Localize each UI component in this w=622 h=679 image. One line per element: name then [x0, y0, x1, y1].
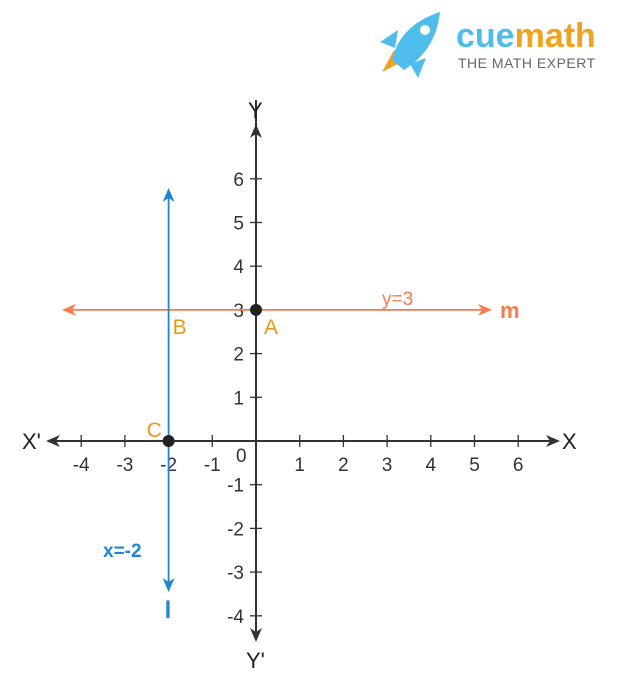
- point-A: [250, 303, 262, 316]
- x-arrow-icon: [546, 435, 560, 447]
- point-C: [162, 435, 175, 447]
- svg-text:cuemath: cuemath: [456, 17, 596, 55]
- logo-tagline: THE MATH EXPERT: [458, 55, 596, 71]
- x-tick-label: -4: [73, 455, 90, 476]
- point-label: C: [147, 419, 162, 442]
- y-tick-label: -3: [227, 563, 244, 584]
- y-tick-label: 6: [233, 170, 244, 191]
- cuemath-logo: cuemath THE MATH EXPERT: [380, 12, 596, 78]
- y-tick-label: -1: [227, 476, 244, 497]
- line-name-label: m: [500, 298, 520, 323]
- equation-label: x=-2: [103, 541, 142, 562]
- y-neg-axis-label: Y': [246, 648, 265, 673]
- x-tick-label: 4: [426, 455, 437, 476]
- line-arrow-up-icon: [162, 188, 175, 202]
- x-tick-label: 5: [469, 455, 480, 476]
- line-arrow-right-icon: [478, 303, 492, 316]
- y-tick-label: -4: [227, 607, 244, 628]
- x-neg-arrow-icon: [46, 435, 60, 447]
- line-name-label: l: [165, 597, 172, 624]
- logo-math: math: [515, 17, 596, 55]
- equation-label: y=3: [382, 289, 413, 310]
- x-neg-axis-label: X': [22, 429, 41, 454]
- x-tick-label: 1: [294, 455, 305, 476]
- logo-cue: cue: [456, 17, 515, 55]
- y-arrow-icon: [250, 124, 262, 138]
- origin-label: 0: [236, 446, 247, 467]
- y-tick-label: 4: [233, 257, 244, 278]
- x-tick-label: -1: [204, 455, 221, 476]
- y-tick-label: -2: [227, 519, 244, 540]
- y-tick-label: 1: [233, 388, 244, 409]
- point-label: B: [173, 316, 187, 339]
- x-tick-label: 2: [338, 455, 349, 476]
- y-tick-label: 5: [233, 214, 244, 235]
- y-tick-label: 2: [233, 345, 244, 366]
- x-tick-label: 6: [513, 455, 524, 476]
- y-neg-arrow-icon: [250, 628, 262, 642]
- rocket-icon: [380, 12, 440, 78]
- point-label: A: [264, 316, 278, 339]
- x-tick-label: -3: [116, 455, 133, 476]
- y-axis-label: Y: [248, 98, 263, 123]
- line-arrow-down-icon: [162, 578, 175, 592]
- x-tick-label: 3: [382, 455, 393, 476]
- x-axis-label: X: [562, 429, 577, 454]
- line-arrow-left-icon: [62, 303, 76, 316]
- y-tick-label: 3: [233, 301, 244, 322]
